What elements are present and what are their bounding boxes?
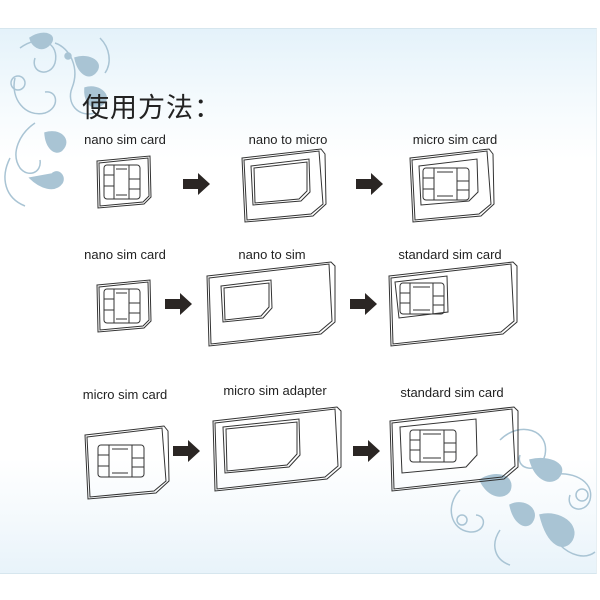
nano-sim-card-icon bbox=[96, 279, 152, 333]
step-label: standard sim card bbox=[400, 385, 504, 400]
step-label: nano to sim bbox=[238, 247, 306, 262]
step-label: micro sim adapter bbox=[223, 383, 327, 398]
step-label: micro sim card bbox=[82, 387, 168, 402]
step-label: nano sim card bbox=[84, 247, 166, 262]
arrow-right-icon bbox=[165, 293, 192, 315]
step-label: micro sim card bbox=[412, 132, 498, 147]
step-label: nano sim card bbox=[84, 132, 166, 147]
floral-ornament-top-left-icon bbox=[4, 32, 110, 207]
micro-sim-card-icon bbox=[409, 148, 495, 223]
nano-to-micro-adapter-icon bbox=[241, 148, 327, 223]
micro-sim-card-icon bbox=[84, 425, 170, 500]
micro-sim-adapter-icon bbox=[212, 406, 342, 492]
step-label: standard sim card bbox=[398, 247, 502, 262]
floral-ornament-bottom-right-icon bbox=[450, 428, 596, 566]
arrow-right-icon bbox=[350, 293, 377, 315]
nano-to-sim-adapter-icon bbox=[206, 261, 336, 347]
standard-sim-card-icon bbox=[388, 261, 518, 347]
arrow-right-icon bbox=[353, 440, 380, 462]
nano-sim-card-icon bbox=[96, 155, 152, 209]
standard-sim-card-icon bbox=[389, 406, 519, 492]
arrow-right-icon bbox=[183, 173, 210, 195]
page-title: 使用方法： bbox=[82, 93, 222, 124]
arrow-right-icon bbox=[173, 440, 200, 462]
step-label: nano to micro bbox=[248, 132, 328, 147]
arrow-right-icon bbox=[356, 173, 383, 195]
